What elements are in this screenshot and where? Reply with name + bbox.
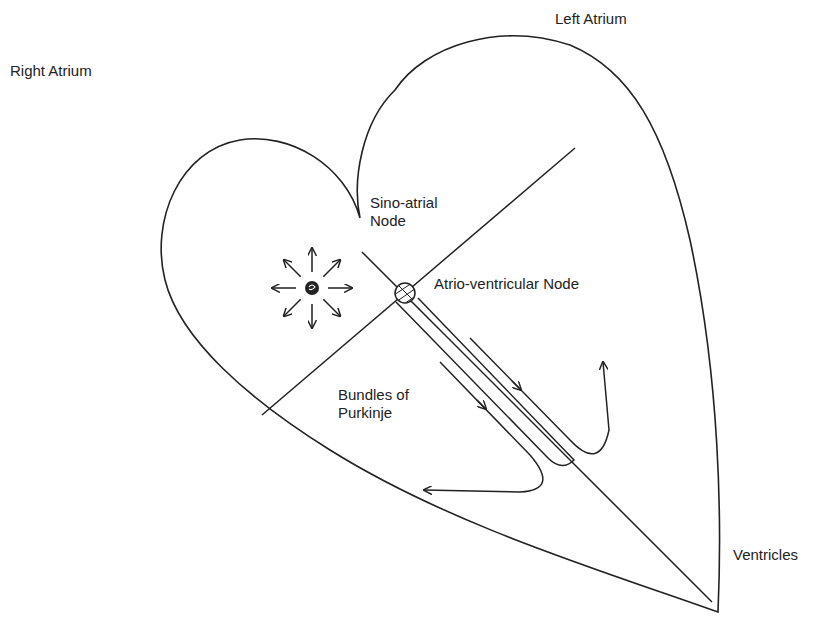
sa-node-mark bbox=[309, 285, 315, 290]
impulse-arrow bbox=[323, 299, 340, 316]
hatch-line bbox=[391, 281, 415, 297]
impulse-arrow bbox=[323, 260, 340, 277]
av-node-hatch bbox=[390, 278, 420, 308]
direction-tick bbox=[477, 400, 486, 409]
heart-outline bbox=[161, 36, 719, 612]
part-label: Ventricles bbox=[731, 546, 800, 564]
hatch-line bbox=[390, 278, 408, 290]
hatch-line bbox=[393, 286, 419, 304]
impulse-arrow bbox=[284, 299, 301, 316]
part-label: Right Atrium bbox=[8, 62, 94, 80]
part-label: Sino-atrial Node bbox=[368, 194, 454, 230]
direction-tick bbox=[512, 381, 521, 390]
impulse-arrow bbox=[328, 287, 352, 289]
conduction-arrow bbox=[470, 338, 609, 454]
impulse-arrow bbox=[272, 287, 296, 289]
axis-line bbox=[362, 252, 712, 602]
conduction-arrow bbox=[424, 362, 543, 492]
hatch-line bbox=[398, 293, 420, 308]
impulse-arrows bbox=[272, 248, 352, 328]
impulse-arrow bbox=[311, 248, 313, 272]
impulse-arrow bbox=[311, 304, 313, 328]
part-label: Atrio-ventricular Node bbox=[432, 275, 581, 293]
part-label: Left Atrium bbox=[553, 10, 629, 28]
part-label: Bundles of Purkinje bbox=[336, 386, 432, 422]
impulse-arrow bbox=[284, 260, 301, 277]
sa-node-dot bbox=[305, 281, 319, 295]
purkinje-bundle bbox=[396, 298, 574, 466]
